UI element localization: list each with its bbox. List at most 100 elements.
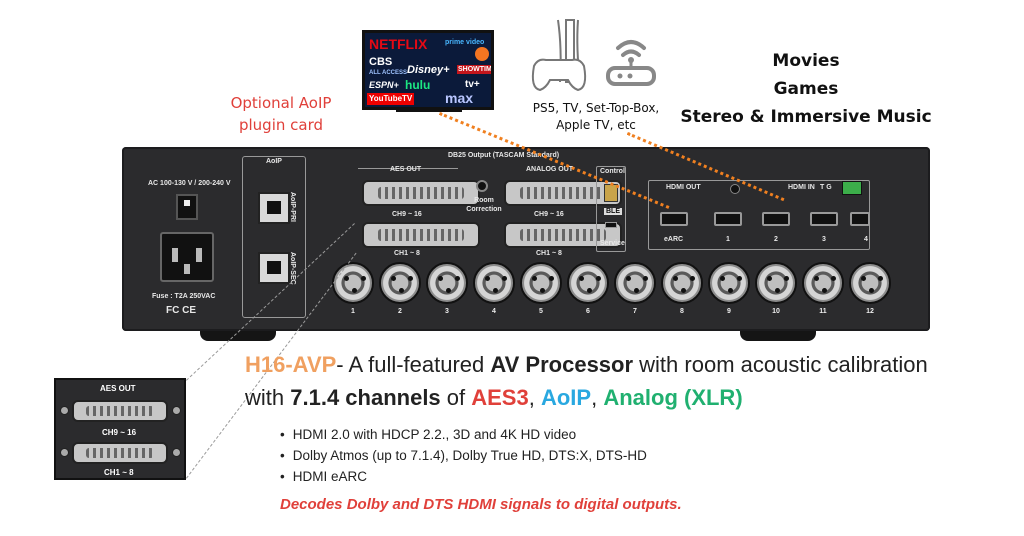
analog-ch9-16-label: CH9 ~ 16 [534, 211, 564, 218]
control-section [596, 166, 626, 252]
tv-stand [396, 108, 462, 112]
apple-tv-logo: tv+ [465, 79, 480, 90]
model-name: H16-AVP [245, 352, 337, 377]
xlr-number-label: 3 [445, 308, 449, 315]
channels-text: 7.1.4 channels [290, 385, 441, 410]
inset-screw [60, 448, 69, 457]
aoip-card [242, 156, 306, 318]
youtube-tv-logo: YouTubeTV [367, 93, 415, 105]
control-label: Control [600, 168, 625, 175]
aes-out-zoom-inset: AES OUT CH9 ~ 16 CH1 ~ 8 [54, 378, 186, 480]
db25-header: DB25 Output (TASCAM Standard) [448, 152, 560, 159]
xlr-output-3-connector[interactable] [426, 262, 468, 304]
inset-ch9-16-label: CH9 ~ 16 [102, 428, 137, 437]
room-correction-label: Room Correction [466, 197, 502, 213]
analog-out-ch9-16-connector[interactable] [504, 180, 622, 206]
av-processor-text: AV Processor [490, 352, 634, 377]
service-usb-port[interactable] [605, 222, 617, 228]
hdmi-1-label: 1 [726, 236, 730, 243]
xlr-output-7-connector[interactable] [614, 262, 656, 304]
crunchyroll-logo [475, 47, 489, 61]
xlr-number-label: 6 [586, 308, 590, 315]
power-switch[interactable] [176, 194, 198, 220]
inset-title: AES OUT [100, 384, 136, 393]
feature-list: HDMI 2.0 with HDCP 2.2., 3D and 4K HD vi… [280, 424, 800, 487]
xlr-number-label: 10 [772, 308, 780, 315]
hdmi-2-label: 2 [774, 236, 778, 243]
aes-out-ch1-8-connector[interactable] [362, 222, 480, 248]
use-music: Stereo & Immersive Music [680, 107, 932, 127]
power-label: AC 100-130 V / 200-240 V [148, 180, 231, 187]
inset-screw [60, 406, 69, 415]
xlr-number-label: 2 [398, 308, 402, 315]
xlr-output-6-connector[interactable] [567, 262, 609, 304]
all-access-logo: ALL ACCESS [369, 70, 408, 76]
hdmi-4-label: 4 [864, 236, 868, 243]
aoip-pri-label: AoIP-PRI [289, 192, 296, 222]
xlr-output-8-connector[interactable] [661, 262, 703, 304]
hulu-logo: hulu [405, 78, 431, 92]
analog-xlr-text: Analog (XLR) [603, 385, 743, 410]
xlr-number-label: 9 [727, 308, 731, 315]
aoip-header: AoIP [266, 158, 282, 165]
hdmi-in-4-port[interactable] [850, 212, 870, 226]
analog-out-ch1-8-connector[interactable] [504, 222, 622, 248]
xlr-output-2-connector[interactable] [379, 262, 421, 304]
xlr-number-label: 5 [539, 308, 543, 315]
showtime-logo: SHOWTIME [457, 65, 491, 74]
game-console-icon [531, 19, 587, 92]
aes3-text: AES3 [471, 385, 529, 410]
xlr-output-10-connector[interactable] [755, 262, 797, 304]
xlr-number-label: 11 [819, 308, 827, 315]
inset-ch9-16-connector [72, 400, 168, 422]
netflix-logo: NETFLIX [369, 36, 428, 52]
analog-out-label: ANALOG OUT [526, 166, 574, 173]
hdmi-earc-port[interactable] [660, 212, 688, 226]
tv-streaming-logos: NETFLIX prime video CBS ALL ACCESS Disne… [362, 30, 494, 110]
tagline: Decodes Dolby and DTS HDMI signals to di… [280, 496, 682, 513]
xlr-number-label: 8 [680, 308, 684, 315]
aoip-pri-port[interactable] [258, 192, 290, 224]
xlr-number-label: 7 [633, 308, 637, 315]
router-icon [606, 40, 656, 86]
aes-ch9-16-label: CH9 ~ 16 [392, 211, 422, 218]
aoip-sec-port[interactable] [258, 252, 290, 284]
service-label: Service [600, 240, 625, 247]
aes-ch1-8-label: CH1 ~ 8 [394, 250, 420, 257]
room-correction-jack[interactable] [476, 180, 488, 192]
list-item: HDMI 2.0 with HDCP 2.2., 3D and 4K HD vi… [280, 424, 800, 445]
hdmi-in-3-port[interactable] [810, 212, 838, 226]
ble-antenna-connector[interactable] [604, 184, 618, 202]
ground-terminal-icon[interactable] [842, 181, 862, 195]
prime-video-logo: prime video [445, 39, 485, 46]
inset-screw [172, 448, 181, 457]
aes-out-ch9-16-connector[interactable] [362, 180, 480, 206]
aoip-text: AoIP [540, 385, 592, 410]
hdmi-in-2-port[interactable] [762, 212, 790, 226]
fuse-label: Fuse : T2A 250VAC [152, 293, 216, 300]
max-logo: max [445, 90, 474, 106]
xlr-output-11-connector[interactable] [802, 262, 844, 304]
hdmi-screw [730, 184, 740, 194]
hdmi-in-label: HDMI IN [788, 184, 815, 191]
espn-plus-logo: ESPN+ [369, 80, 399, 90]
product-headline: H16-AVP- A full-featured AV Processor wi… [245, 352, 928, 410]
xlr-output-4-connector[interactable] [473, 262, 515, 304]
inset-ch1-8-connector [72, 442, 168, 464]
disney-plus-logo: Disney+ [407, 64, 450, 76]
use-movies: Movies [772, 51, 840, 71]
hdmi-out-label: HDMI OUT [666, 184, 701, 191]
source-devices-caption: PS5, TV, Set-Top-Box, Apple TV, etc [532, 101, 660, 132]
ac-inlet[interactable] [160, 232, 214, 282]
analog-ch1-8-label: CH1 ~ 8 [536, 250, 562, 257]
ble-label: BLE [604, 208, 622, 215]
list-item: Dolby Atmos (up to 7.1.4), Dolby True HD… [280, 445, 800, 466]
xlr-output-5-connector[interactable] [520, 262, 562, 304]
xlr-output-12-connector[interactable] [849, 262, 891, 304]
xlr-output-1-connector[interactable] [332, 262, 374, 304]
use-cases: Movies Games Stereo & Immersive Music [674, 47, 938, 131]
hdmi-in-1-port[interactable] [714, 212, 742, 226]
xlr-output-9-connector[interactable] [708, 262, 750, 304]
aes-out-label: AES OUT [390, 166, 422, 173]
certification-marks: FC CE [166, 305, 196, 316]
